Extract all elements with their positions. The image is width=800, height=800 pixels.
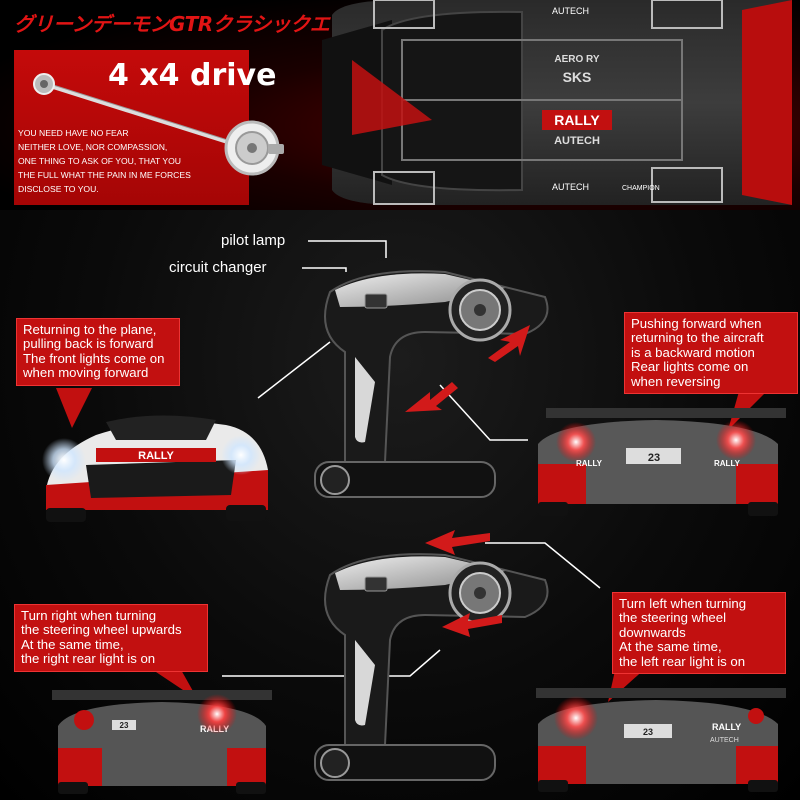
remote-controller-top — [314, 270, 549, 498]
drive-line: ONE THING TO ASK OF YOU, THAT YOU — [18, 156, 182, 166]
callout-line: Rear lights come on — [631, 359, 749, 375]
car-rear-sponsor-br: AUTECH — [710, 737, 739, 744]
callout-line: At the same time, — [21, 636, 124, 652]
callout-line: returning to the aircraft — [631, 330, 764, 346]
arrow-icon — [425, 530, 490, 555]
car-rear-decal: RALLY — [576, 459, 603, 468]
car-top-sponsor-bottom: AUTECH — [552, 182, 589, 192]
car-rear-number-br: 23 — [643, 727, 653, 737]
callout-line: Returning to the plane, — [23, 322, 157, 337]
drive-line: YOU NEED HAVE NO FEAR — [18, 128, 129, 138]
arrow-icon — [488, 325, 530, 362]
car-rear-left-turn: 23 RALLY AUTECH — [536, 688, 786, 792]
callout-line: Turn right when turning — [21, 608, 157, 623]
callout-line: downwards — [619, 624, 686, 640]
remote-controller-bottom — [314, 553, 549, 781]
car-rear-decal-2: RALLY — [714, 459, 741, 468]
car-top-sponsor-top: AUTECH — [552, 6, 589, 16]
callout-line: when moving forward — [23, 365, 149, 381]
car-rear-number-bl: 23 — [120, 721, 129, 730]
callout-line: At the same time, — [619, 639, 722, 655]
circuit-changer-label: circuit changer — [169, 259, 267, 276]
callout-line: when reversing — [631, 373, 721, 389]
drive-panel — [14, 50, 249, 205]
callout-line: Pushing forward when — [631, 316, 762, 331]
drive-title: 4 x4 drive — [108, 58, 277, 93]
callout-backward: Pushing forward when returning to the ai… — [624, 312, 798, 395]
car-top-brand: RALLY — [554, 112, 600, 128]
drive-line: THE FULL WHAT THE PAIN IN ME FORCES — [18, 170, 191, 180]
pilot-lamp-label: pilot lamp — [221, 232, 286, 249]
callout-line: the left rear light is on — [619, 653, 746, 669]
drive-shaft-graphic — [33, 73, 284, 176]
callout-line: pulling back is forward — [23, 336, 154, 352]
callout-line: the steering wheel upwards — [21, 622, 182, 638]
car-top-view: RALLY AUTECH SKS AERO RY AUTECH CHAMPION… — [322, 0, 792, 205]
callout-line: the steering wheel — [619, 610, 727, 626]
car-rear-view: 23 RALLY RALLY — [538, 408, 786, 516]
car-front-view: RALLY — [42, 415, 268, 522]
callout-turn-right: Turn right when turning the steering whe… — [14, 604, 208, 672]
drive-text: YOU NEED HAVE NO FEAR NEITHER LOVE, NOR … — [18, 126, 228, 196]
car-top-decal: AERO RY — [554, 54, 600, 65]
callout-line: the right rear light is on — [21, 651, 156, 667]
callout-forward: Returning to the plane, pulling back is … — [16, 318, 180, 386]
arrow-icon — [405, 382, 458, 412]
car-rear-right-turn: 23 RALLY — [52, 690, 272, 794]
car-top-sponsor: AUTECH — [554, 135, 600, 147]
arrow-icons-bottom — [425, 530, 502, 637]
car-rear-decal-br: RALLY — [712, 722, 741, 732]
callout-turn-left: Turn left when turning the steering whee… — [612, 592, 786, 675]
callout-line: Turn left when turning — [619, 596, 747, 611]
drive-line: NEITHER LOVE, NOR COMPASSION, — [18, 142, 168, 152]
car-top-plate: SKS — [563, 69, 592, 85]
car-top-champion: CHAMPION — [622, 185, 660, 192]
callout-line: is a backward motion — [631, 344, 755, 360]
arrow-icons-top — [405, 325, 530, 412]
callout-line: The front lights come on — [23, 350, 165, 366]
drive-line: DISCLOSE TO YOU. — [18, 184, 99, 194]
car-front-decal: RALLY — [138, 450, 174, 462]
car-rear-number: 23 — [648, 452, 660, 464]
arrow-icon — [442, 613, 502, 637]
